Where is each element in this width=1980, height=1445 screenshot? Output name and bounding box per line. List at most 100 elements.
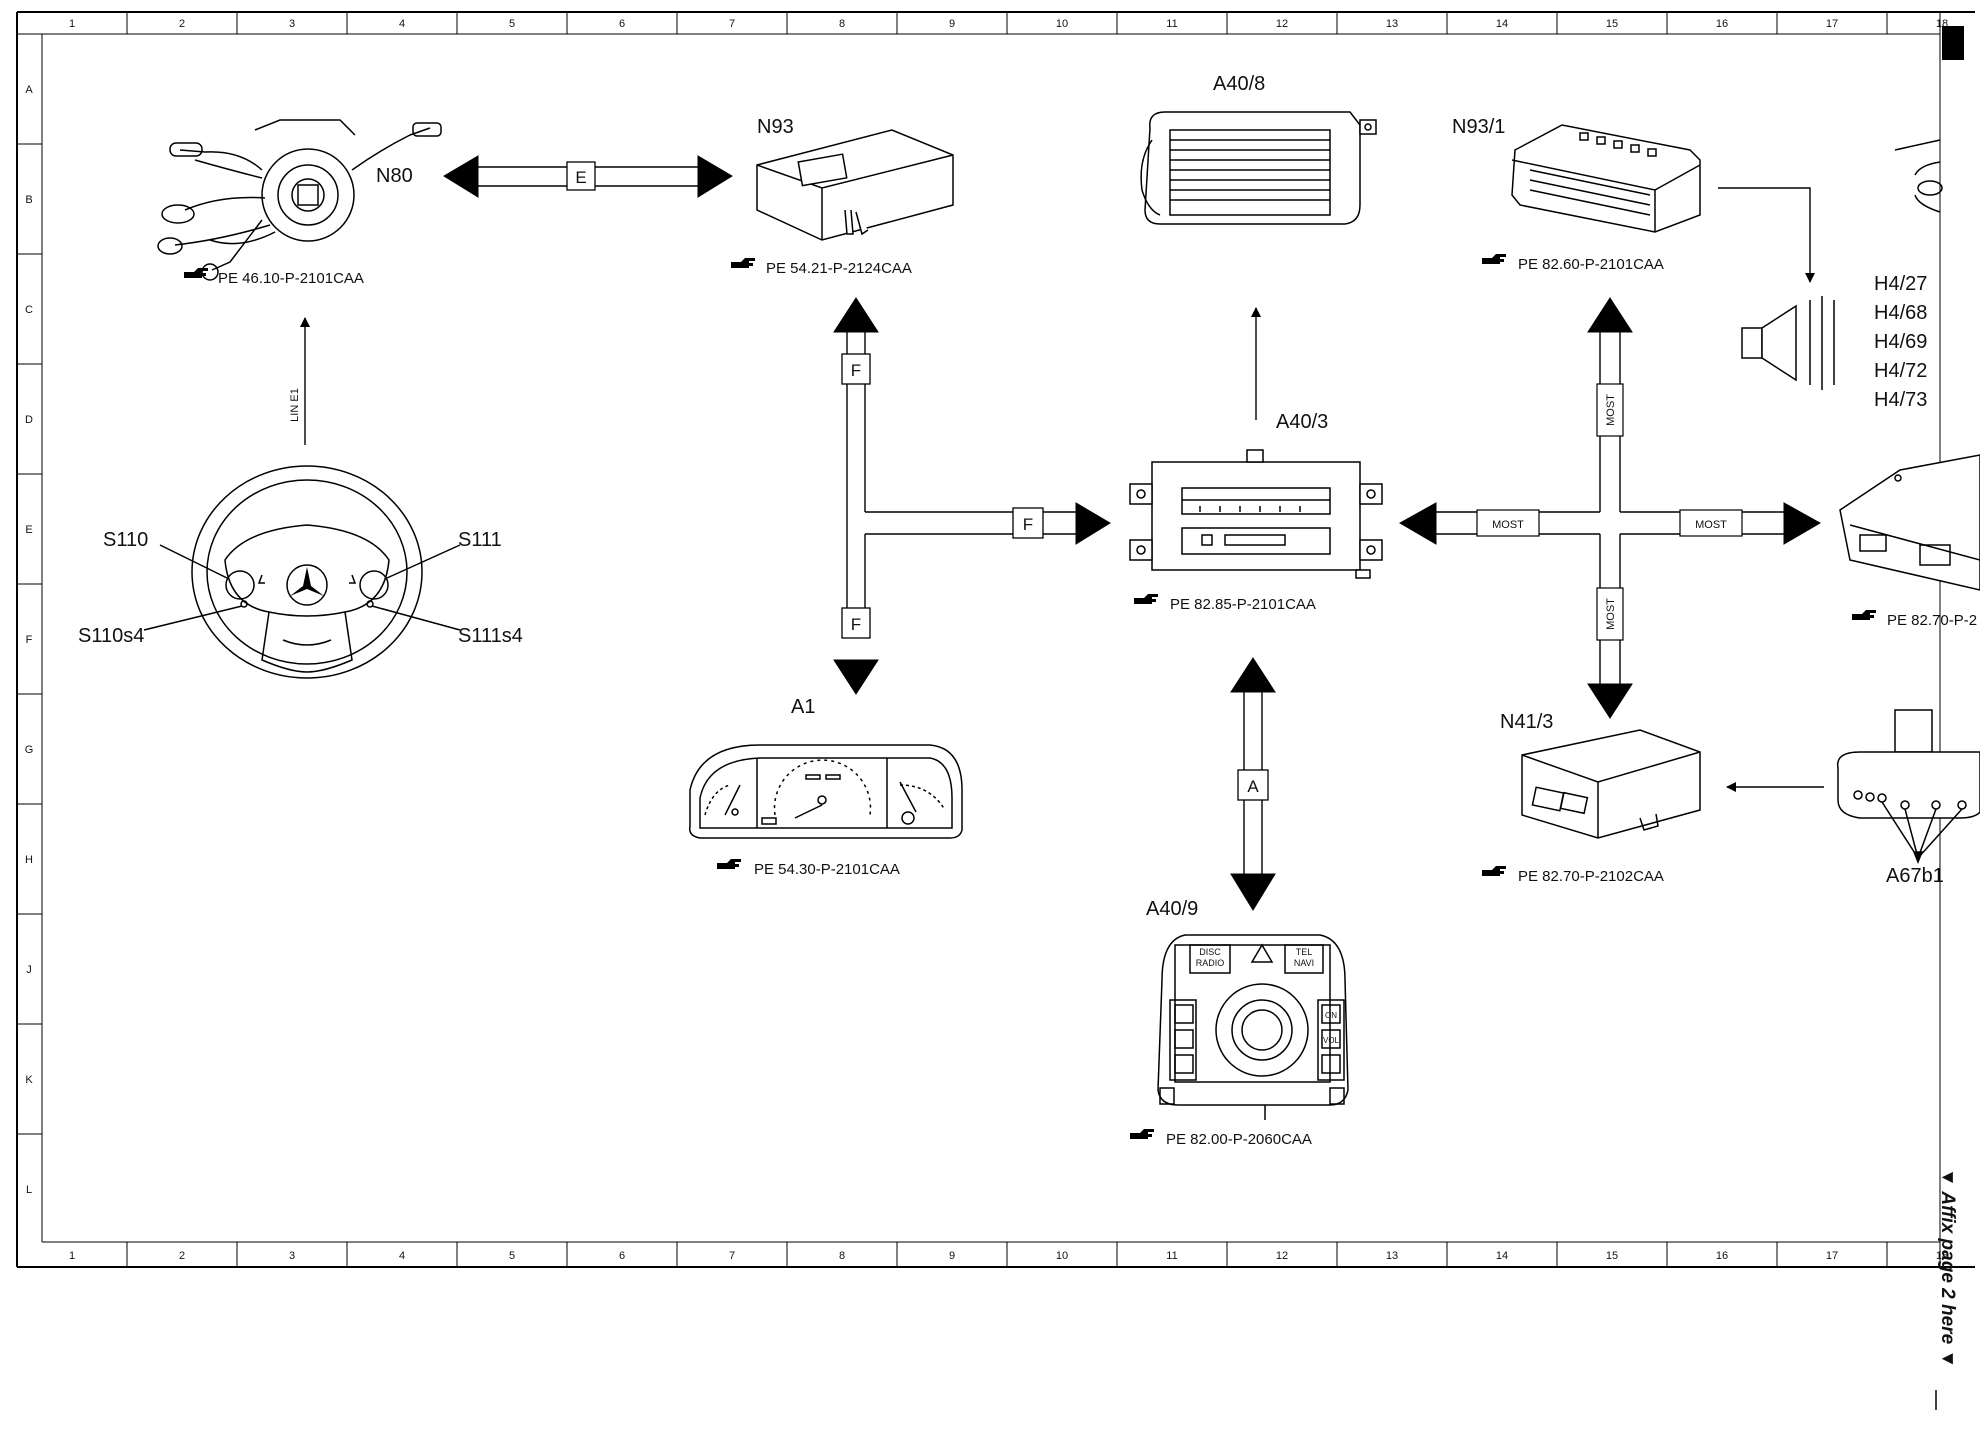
column-label: 1 [69,18,75,30]
row-label: F [26,634,33,646]
column-label: 3 [289,18,295,30]
column-label: 6 [619,18,625,30]
bus-a [1230,657,1276,911]
column-label: 10 [1056,1250,1068,1262]
row-label: D [25,414,33,426]
a40-9-component[interactable] [1157,934,1349,1120]
ref-hand-icon [1482,254,1506,264]
bus-lines [300,155,1824,911]
s111s4-label: S111s4 [458,625,523,647]
lin-e1-label: LIN E1 [289,388,301,422]
bus-label-most-bottom: MOST [1596,587,1624,641]
n41-3-ref: PE 82.70-P-2102CAA [1482,866,1664,885]
a67b1-component[interactable] [1836,709,1980,865]
affix-note: ▼ Affix page 2 here ▼ [1937,1168,1958,1368]
column-label: 15 [1606,18,1618,30]
column-label: 2 [179,1250,185,1262]
column-label: 14 [1496,18,1508,30]
column-label: 6 [619,1250,625,1262]
ref-hand-icon [1134,594,1158,604]
bus-label-most-top: MOST [1596,383,1624,437]
column-label: 17 [1826,1250,1838,1262]
n93-1-label: N93/1 [1452,116,1505,138]
ref-hand-icon [1130,1129,1154,1139]
column-label: 4 [399,1250,405,1262]
svg-text:PE 82.70-P-2102CAA: PE 82.70-P-2102CAA [1518,868,1664,885]
ref-hand-icon [731,258,755,268]
svg-text:PE 82.85-P-2101CAA: PE 82.85-P-2101CAA [1170,596,1316,613]
right-unit-component[interactable] [1839,454,1980,591]
ref-hand-icon [1852,610,1876,620]
column-label: 14 [1496,1250,1508,1262]
a40-9-key-labels: DISC RADIO TEL NAVI ON VOL [1196,947,1340,1045]
a40-3-label: A40/3 [1276,411,1328,433]
n41-3-component[interactable] [1521,729,1701,839]
navi-key-label: NAVI [1294,958,1314,968]
svg-text:PE 82.70-P-2: PE 82.70-P-2 [1887,612,1977,629]
column-label: 1 [69,1250,75,1262]
speaker-label-2: H4/68 [1874,302,1927,324]
a40-9-label: A40/9 [1146,898,1198,920]
column-label: 10 [1056,18,1068,30]
column-label: 17 [1826,18,1838,30]
ref-hand-icon [1482,866,1506,876]
affix-note-text: ▼ Affix page 2 here ▼ [1937,1168,1958,1368]
row-label: G [25,744,34,756]
column-label: 13 [1386,18,1398,30]
column-label: 11 [1166,1250,1177,1262]
a40-8-label: A40/8 [1213,73,1265,95]
bus-label-f-mid: F [1012,507,1044,539]
row-label: J [26,964,32,976]
s110-label: S110 [103,529,148,551]
bus-label-e: E [566,161,596,191]
row-label: L [26,1184,32,1196]
a40-8-component[interactable] [1140,111,1377,225]
column-label: 7 [729,18,735,30]
n80-label: N80 [376,165,413,187]
speaker-labels: H4/27 H4/68 H4/69 H4/72 H4/73 [1874,273,1927,411]
n93-1-component[interactable] [1511,124,1701,233]
n93-ref: PE 54.21-P-2124CAA [731,258,912,277]
a67b1-label: A67b1 [1886,865,1944,887]
column-label: 18 [1936,1250,1948,1262]
steering-wheel-component[interactable] [143,465,461,679]
column-label: 12 [1276,1250,1288,1262]
radio-key-label: RADIO [1196,958,1225,968]
column-label: 8 [839,1250,845,1262]
svg-text:PE 54.30-P-2101CAA: PE 54.30-P-2101CAA [754,861,900,878]
column-label: 7 [729,1250,735,1262]
speaker-label-3: H4/69 [1874,331,1927,353]
row-label: H [25,854,33,866]
row-label: C [25,304,33,316]
bus-f [833,297,1111,695]
most-label-bottom: MOST [1605,598,1617,630]
column-label: 8 [839,18,845,30]
a1-ref: PE 54.30-P-2101CAA [717,859,900,878]
speaker-label-4: H4/72 [1874,360,1927,382]
ref-hand-icon [717,859,741,869]
on-key-label: ON [1325,1011,1337,1020]
most-label-right: MOST [1695,519,1727,531]
column-label: 5 [509,1250,515,1262]
n93-component[interactable] [756,129,954,241]
column-label: 16 [1716,1250,1728,1262]
n80-ref: PE 46.10-P-2101CAA [184,268,364,287]
speaker-label-5: H4/73 [1874,389,1927,411]
bus-label-f-top: F [841,353,871,385]
right-unit-ref: PE 82.70-P-2 [1852,610,1977,629]
svg-text:PE 54.21-P-2124CAA: PE 54.21-P-2124CAA [766,260,912,277]
speaker-component[interactable] [1741,296,1835,390]
svg-text:PE 82.60-P-2101CAA: PE 82.60-P-2101CAA [1518,256,1664,273]
column-label: 15 [1606,1250,1618,1262]
row-label: K [25,1074,33,1086]
bus-f-label-bottom: F [851,615,861,634]
column-label: 11 [1166,18,1177,30]
column-label: 12 [1276,18,1288,30]
a1-label: A1 [791,696,815,718]
a40-3-component[interactable] [1129,449,1383,579]
a40-3-ref: PE 82.85-P-2101CAA [1134,594,1316,613]
n80-component[interactable] [157,119,442,281]
a1-component[interactable] [688,744,963,839]
